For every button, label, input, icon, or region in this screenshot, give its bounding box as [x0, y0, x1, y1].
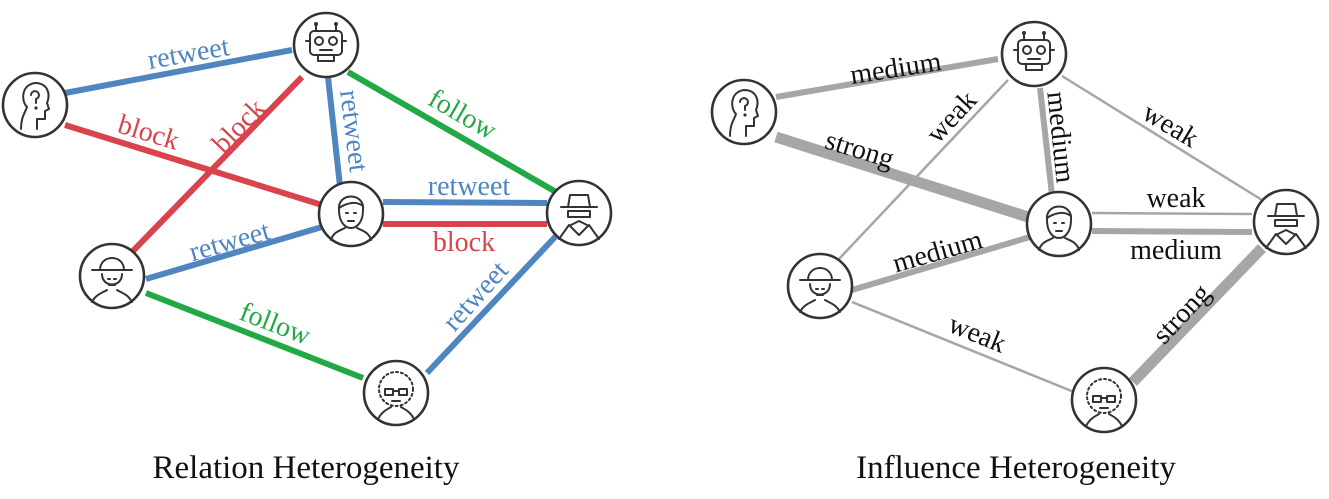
edge-strong: [1129, 244, 1266, 386]
edge-label: weak: [1146, 183, 1205, 214]
edge-strong: [774, 131, 1030, 223]
spy-user-icon: [545, 179, 613, 247]
relation-graph: retweet block block retweet follow retwe…: [1, 11, 613, 427]
bot-icon: [292, 11, 360, 79]
edge-label: retweet: [186, 216, 274, 269]
influence-graph: medium strong weak medium weak weak medi…: [710, 20, 1320, 434]
edge-label: medium: [889, 224, 986, 279]
edge-weak: [1091, 211, 1253, 216]
edge-block: [64, 122, 323, 208]
edge-label: weak: [1137, 97, 1204, 154]
edge-retweet: [64, 47, 293, 96]
edge-retweet: [145, 224, 323, 282]
hat-user-icon: [786, 252, 854, 320]
edge-weak: [837, 79, 1009, 261]
edge-block: [129, 74, 305, 255]
edge-retweet: [325, 76, 343, 187]
edge-follow: [144, 290, 365, 381]
unknown-user-icon: [1, 71, 69, 139]
normal-user-icon: [1025, 190, 1093, 258]
caption-relation: Relation Heterogeneity: [153, 450, 460, 486]
edge-medium: [775, 56, 999, 100]
edge-weak: [1061, 74, 1263, 202]
edge-label: block: [206, 93, 272, 159]
edge-medium: [851, 234, 1031, 293]
hat-user-icon: [78, 242, 146, 310]
edge-label: retweet: [428, 171, 511, 202]
edge-weak: [851, 300, 1075, 394]
edge-follow: [346, 69, 558, 195]
edge-medium: [1037, 87, 1055, 196]
glasses-user-icon: [362, 359, 430, 427]
edge-medium: [1091, 228, 1253, 235]
edge-label: block: [433, 227, 495, 258]
bot-icon: [1000, 20, 1068, 88]
edge-retweet: [382, 199, 548, 206]
caption-influence: Influence Heterogeneity: [856, 450, 1176, 486]
unknown-user-icon: [710, 78, 778, 146]
normal-user-icon: [317, 180, 385, 248]
glasses-user-icon: [1070, 366, 1138, 434]
spy-user-icon: [1252, 188, 1320, 256]
edge-label: medium: [1130, 235, 1222, 266]
edge-label: strong: [1147, 278, 1217, 350]
edge-label: medium: [848, 46, 944, 91]
edge-retweet: [424, 233, 559, 376]
edge-label: retweet: [145, 31, 232, 76]
